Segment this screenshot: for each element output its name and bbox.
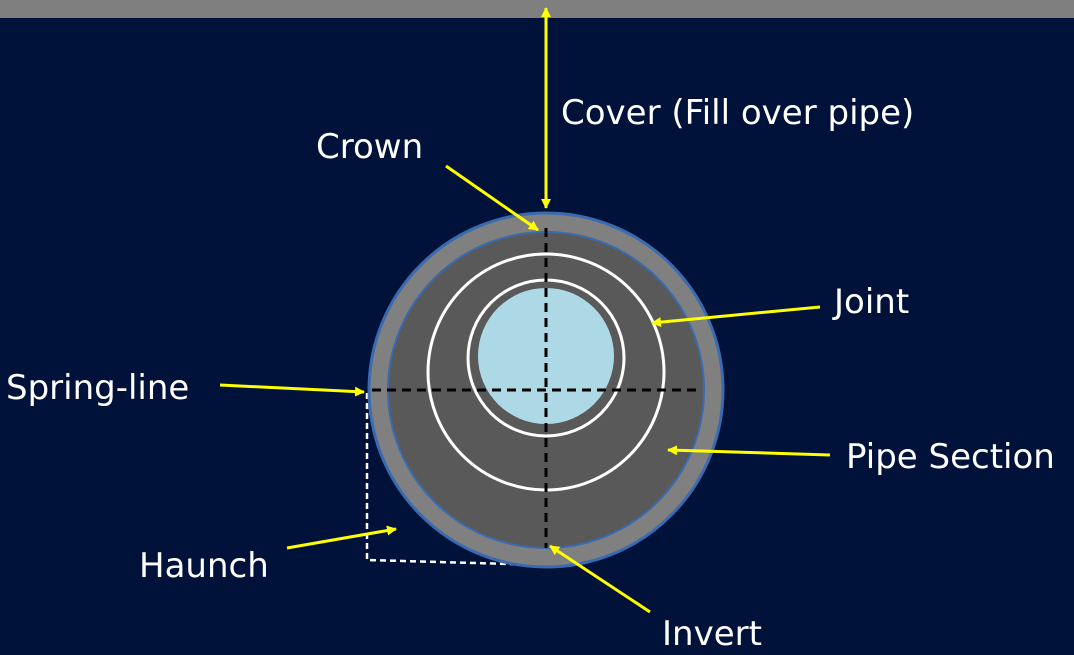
pipe-section-arrow: [667, 445, 831, 457]
haunch-arrow: [286, 525, 397, 550]
cover-label: Cover (Fill over pipe): [561, 93, 914, 133]
haunch-label: Haunch: [139, 546, 269, 586]
joint-arrow: [651, 305, 821, 328]
ground-surface: [0, 0, 1074, 18]
pipe-section-label: Pipe Section: [846, 437, 1055, 477]
spring-line-arrow: [219, 383, 365, 397]
spring-line-label: Spring-line: [6, 368, 189, 408]
haunch-zone-outline: [365, 393, 547, 567]
invert-label: Invert: [662, 614, 762, 654]
crown-arrow: [445, 164, 539, 232]
joint-label: Joint: [832, 282, 909, 322]
invert-arrow: [549, 544, 651, 614]
crown-label: Crown: [316, 127, 423, 167]
